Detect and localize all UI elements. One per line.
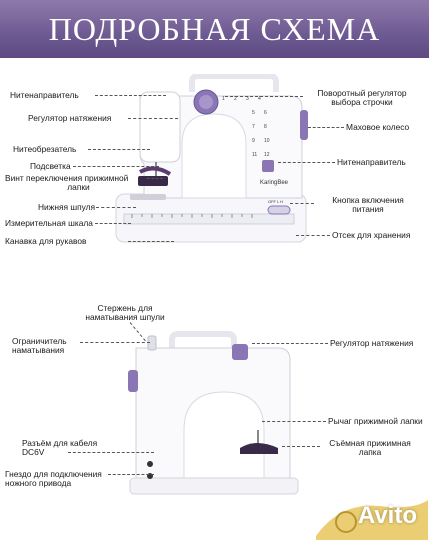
label-stitch-dial-2: выбора строчки [331, 97, 393, 107]
stitch-num-4: 4 [258, 96, 261, 102]
label-stitch-dial: Поворотный регулятор [317, 88, 407, 98]
label-presser-foot-screw-2: лапки [67, 182, 90, 192]
stitch-num-7: 7 [252, 124, 255, 130]
label-presser-foot-screw: Винт переключения прижимной [5, 173, 129, 183]
stitch-num-2: 2 [234, 96, 237, 102]
stitch-num-10: 10 [264, 138, 270, 144]
pointer-line [290, 203, 314, 204]
label-removable-foot: Съёмная прижимная [329, 438, 411, 448]
switch-text: OFF L H [268, 199, 283, 204]
pointer-line [262, 421, 326, 422]
label-bobbin-winder: Стержень для [97, 303, 153, 313]
label-winding-limiter: Ограничитель [12, 336, 67, 346]
handwheel [300, 110, 308, 140]
stitch-num-6: 6 [264, 110, 267, 116]
pointer-line [95, 223, 131, 224]
pointer-line [108, 474, 154, 475]
label-thread-guide-right: Нитенаправитель [337, 157, 406, 167]
label-handwheel: Маховое колесо [346, 122, 410, 132]
stitch-num-1: 1 [222, 96, 225, 102]
label-cable-connector-2: DC6V [22, 447, 45, 457]
label-lower-bobbin: Нижняя шпуля [38, 202, 96, 212]
label-bobbin-winder-2: наматывания шпули [85, 312, 165, 322]
pointer-line [147, 178, 163, 179]
measuring-tape-decoration [316, 500, 428, 540]
stitch-num-8: 8 [264, 124, 267, 130]
back-machine-illustration [128, 331, 299, 495]
stitch-num-12: 12 [264, 152, 270, 158]
label-pedal-socket: Гнездо для подключения [5, 469, 102, 479]
pointer-line [73, 166, 159, 167]
stitch-num-3: 3 [246, 96, 249, 102]
label-power-button: Кнопка включения [332, 195, 404, 205]
label-winding-limiter-2: наматывания [12, 345, 65, 355]
pointer-line [96, 207, 136, 208]
label-presser-lever: Рычаг прижимной лапки [328, 416, 423, 426]
pointer-line [80, 342, 150, 343]
label-thread-cutter: Нитеобрезатель [13, 144, 77, 154]
label-cable-connector: Разъём для кабеля [22, 438, 98, 448]
pointer-line [128, 241, 174, 242]
pointer-line [88, 149, 150, 150]
handle [189, 74, 279, 92]
label-tension-regulator-left: Регулятор натяжения [28, 113, 112, 123]
label-sleeve-channel: Канавка для рукавов [5, 236, 87, 246]
pointer-line [252, 343, 328, 344]
pointer-line [278, 162, 335, 163]
pointer-line [68, 452, 154, 453]
page-title: ПОДРОБНАЯ СХЕМА [48, 11, 381, 47]
watermark-logo: Avito [357, 502, 417, 529]
pointer-line [308, 127, 344, 128]
label-pedal-socket-2: ножного привода [5, 478, 72, 488]
brand-text: KaringBee [260, 180, 289, 186]
label-thread-guide-left: Нитенаправитель [10, 90, 79, 100]
stitch-num-5: 5 [252, 110, 255, 116]
label-power-button-2: питания [352, 204, 384, 214]
stitch-num-11: 11 [252, 152, 257, 158]
pointer-line [282, 446, 320, 447]
label-removable-foot-2: лапка [358, 447, 382, 457]
label-light: Подсветка [30, 161, 71, 171]
pointer-line [95, 95, 166, 96]
header-banner [0, 0, 429, 58]
pointer-line [225, 96, 303, 97]
stitch-num-9: 9 [252, 138, 255, 144]
pointer-line [128, 118, 178, 119]
label-storage: Отсек для хранения [332, 230, 411, 240]
label-measuring-scale: Измерительная шкала [5, 218, 93, 228]
power-switch [267, 205, 291, 215]
pointer-line [296, 235, 330, 236]
label-tension-regulator-back: Регулятор натяжения [330, 338, 414, 348]
